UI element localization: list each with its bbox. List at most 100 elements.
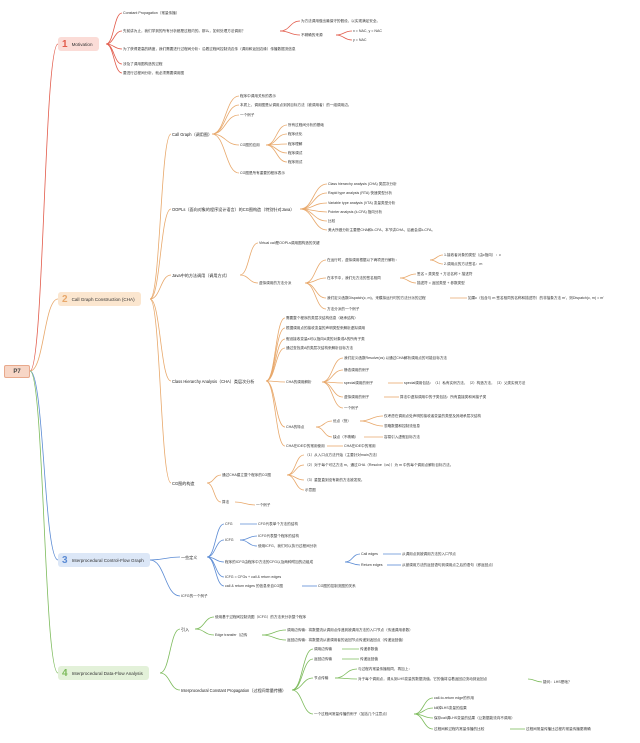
node[interactable]: 示意图 <box>305 488 316 492</box>
node[interactable]: x = NAC, y = NAC <box>353 29 382 33</box>
node[interactable]: Rapid type analysis (RTA) 快速类型分析 <box>328 191 392 195</box>
node[interactable]: CHA在IDE中的常用使用 <box>286 444 325 448</box>
node[interactable]: 引入 <box>181 627 190 632</box>
node[interactable]: 描述符 = 返回类型 + 参数类型 <box>417 281 465 285</box>
node[interactable]: 程序中调用关系的表示 <box>240 94 276 98</box>
topic-icfg[interactable]: 3 Interprocedural Control-Flow Graph <box>58 553 150 567</box>
node[interactable]: CFG代表单个方法的结构 <box>258 522 298 526</box>
node[interactable]: 节点传输 <box>314 676 329 680</box>
node[interactable]: 调用边传输 <box>314 647 332 651</box>
node[interactable]: 不精确的来源 <box>301 33 323 37</box>
node[interactable]: ICFG = CFGs + call & return edges <box>225 575 282 579</box>
node[interactable]: 使用ICFG，我们可以执行过程间分析 <box>258 544 317 548</box>
node[interactable]: 一个例子 <box>344 406 359 410</box>
node[interactable]: 程序调试 <box>288 151 303 155</box>
node[interactable]: 在运行时，虚拟调用根据以下两项进行解析： <box>327 258 399 262</box>
node[interactable]: 从调用点到被调用方法的入口节点 <box>402 552 456 556</box>
node[interactable]: 方法分派的一个例子 <box>327 307 360 311</box>
node[interactable]: 我们定义函数Dispatch(c, m)，来模拟运行时的方法分派的过程 <box>327 296 426 300</box>
node[interactable]: 涉及了调用图构造的过程 <box>123 62 163 66</box>
node[interactable]: 优点（快） <box>333 419 351 423</box>
node[interactable]: （3）重复直到没有新的方法被发现。 <box>305 478 365 482</box>
node[interactable]: 程序理解 <box>288 142 303 146</box>
node[interactable]: 一个例子 <box>240 113 255 117</box>
node[interactable]: CFG <box>225 522 233 526</box>
node[interactable]: y = NAC <box>353 38 367 42</box>
node[interactable]: 本质上，调用图是从调用点到其目标方法（被调用者）的一组调用边。 <box>240 103 352 107</box>
node[interactable]: CHA在IDE中的常用 <box>344 444 376 448</box>
node[interactable]: ICFG <box>225 538 234 542</box>
node[interactable]: 传递参数值 <box>360 647 378 651</box>
node[interactable]: （2）对于每个可达方法 m，通过CHA（Resolve（cs））为 m 中的每个… <box>305 463 454 467</box>
node[interactable]: 保存call调LHS变量的结果（让数据能流向不调用） <box>434 716 515 720</box>
root-node[interactable]: P7 <box>4 365 30 378</box>
node[interactable]: Edge transfer（边传 <box>215 633 248 637</box>
node[interactable]: 传递返回值 <box>360 657 378 661</box>
node[interactable]: 通过查找类A的类层次结构来解析目标方法 <box>286 346 354 350</box>
node[interactable]: 从被调用方法的返回语句到调用点之后的语句（即返回点） <box>402 563 496 567</box>
node[interactable]: 调用边传输：将数据流从调用点传递到被调用方法的入口节点（传递调用参数） <box>287 628 413 632</box>
node[interactable]: 先前讲为止，我们学到的所有分析都是过程内的。那么，如何处理方法调用？ <box>123 29 246 33</box>
node[interactable]: CG图是所有重要的程序表示 <box>240 171 285 175</box>
node[interactable]: 一个例子 <box>256 503 271 507</box>
node[interactable]: 仅考虑在调用点处声明的接收者变量的类型及其继承层次结构 <box>384 414 482 418</box>
node[interactable]: 通过CHA建立整个程序的CG图 <box>222 473 271 477</box>
node[interactable]: Class hierarchy analysis (CHA) 类层次分析 <box>328 182 397 186</box>
node[interactable]: 签名 = 类类型 + 方法名称 + 描述符 <box>417 272 473 276</box>
node[interactable]: Return edges <box>361 563 383 567</box>
node[interactable]: 返回边传输 <box>314 657 332 661</box>
topic-cha[interactable]: 2 Call Graph Construction (CHA) <box>58 292 141 306</box>
node[interactable]: 为了获得更高的精度，我们需要进行过程间分析：沿着过程间控制流边传（调用和返回边缘… <box>123 47 296 51</box>
node[interactable]: 算法中虚拟调用中的子类包括：所有直接类和间接子类 <box>400 395 487 399</box>
node[interactable]: 根据调用点的接收变量的声明类型来解析虚拟调用 <box>286 326 366 330</box>
node[interactable]: Class Hierarchy Analysis（CHA）类层次分析 <box>172 379 255 384</box>
node[interactable]: 疑问：LHS是啥？ <box>543 680 572 684</box>
node[interactable]: CG图的控制流图的关系 <box>318 584 356 588</box>
node[interactable]: 为方法调用做出最保守的假设，以实现满足安全。 <box>301 19 381 23</box>
node[interactable]: ICFG的一个例子 <box>181 594 208 598</box>
node[interactable]: 要进行过程间分析，就必须需要调用图 <box>123 71 185 75</box>
node[interactable]: 美大所做分析主要是CHA和k-CFA，本节讲CHA，后面会讲k-CFA。 <box>328 228 436 232</box>
node[interactable]: 返回边传输：将数据流从被调用者的返回节点传递到返回点（传递返回值） <box>287 638 406 642</box>
node[interactable]: 程序的ICFG由程序中方法的CFG以及两种附加的边组成 <box>225 560 314 564</box>
node[interactable]: 容易引入虚假目标方法 <box>384 435 420 439</box>
node[interactable]: Constant Propagation（常量传播） <box>123 11 180 15</box>
node[interactable]: 过程间和过程内常量传播的比较 <box>434 727 485 731</box>
node[interactable]: special调用包括：（1）私有实例方法，（2）构造方法，（3）父类实例方法 <box>404 381 526 385</box>
node[interactable]: 一个过程间常量传播的例子（加括几个注意点） <box>314 712 390 716</box>
node[interactable]: Interprocedural Constant Propagation（过程间… <box>181 688 287 693</box>
node[interactable]: 使用基于过程间控制流图（ICFG）的方法来分析整个程序 <box>215 615 307 619</box>
topic-motivation[interactable]: 1 Motivation <box>58 37 99 51</box>
node[interactable]: special调用的例子 <box>344 381 374 385</box>
node[interactable]: 程序测试 <box>288 160 303 164</box>
node[interactable]: 所有过程间分析的基础 <box>288 123 324 127</box>
node[interactable]: 缺点（不精确） <box>333 435 359 439</box>
node[interactable]: 1.接收者对象的类型（由c指向）：c <box>444 253 501 257</box>
node[interactable]: 程序优化 <box>288 132 303 136</box>
node[interactable]: call & return edges 的信息来自CG图 <box>225 584 283 588</box>
node[interactable]: CHA的特点 <box>286 425 305 429</box>
node[interactable]: （1）从入口点方法开始（主要针对main方法） <box>305 453 380 457</box>
node[interactable]: OOPLs（面向对象的程序设计语言）的CG图构造（特别针对Java） <box>172 207 295 212</box>
node[interactable]: 一些定义 <box>181 555 198 560</box>
node[interactable]: CG图的构造 <box>172 481 195 486</box>
node[interactable]: 需要整个程序的类层次结构信息（继承结构） <box>286 316 358 320</box>
node[interactable]: CHA的调用解析 <box>286 380 312 384</box>
node[interactable]: Variable type analysis (VTA) 变量类型分析 <box>328 201 396 205</box>
node[interactable]: Call edges <box>361 552 378 556</box>
node[interactable]: 算法 <box>222 500 230 504</box>
node[interactable]: 过程间常量传播比过程内常量传播更精确 <box>526 727 591 731</box>
node[interactable]: Pointer analysis (k-CFA) 指向分析 <box>328 210 383 214</box>
node[interactable]: Virtual call是OOPLs调用图构造的关键 <box>259 241 320 245</box>
node[interactable]: 虚拟调用的例子 <box>344 395 370 399</box>
node[interactable]: 在本节中，我们无方法的签名相同 <box>327 276 381 280</box>
topic-ifds[interactable]: 4 Interprocedural Data-Flow Analysis <box>58 666 149 680</box>
node[interactable]: ICFG代表整个程序的结构 <box>258 534 299 538</box>
node[interactable]: Java中的方法调用（调用方式） <box>172 273 230 278</box>
node[interactable]: 如果c（包含与 m 签名相同的名称和描述符）的非抽象方法 m'，则Dispatc… <box>468 296 604 300</box>
node[interactable]: 对于每个调用点，请从到LHS变量的数据流值。它的值将沿着返回边流动到返回点 <box>358 677 488 681</box>
node[interactable]: CG图的应用 <box>240 143 260 147</box>
node[interactable]: 我们定义函数Resolve(cs) 以通过CHA解析调用点的可能目标方法 <box>344 356 448 360</box>
node[interactable]: 2.调用点的方法签名：m <box>444 262 483 266</box>
node[interactable]: kill掉LHS变量的结果 <box>434 706 467 710</box>
